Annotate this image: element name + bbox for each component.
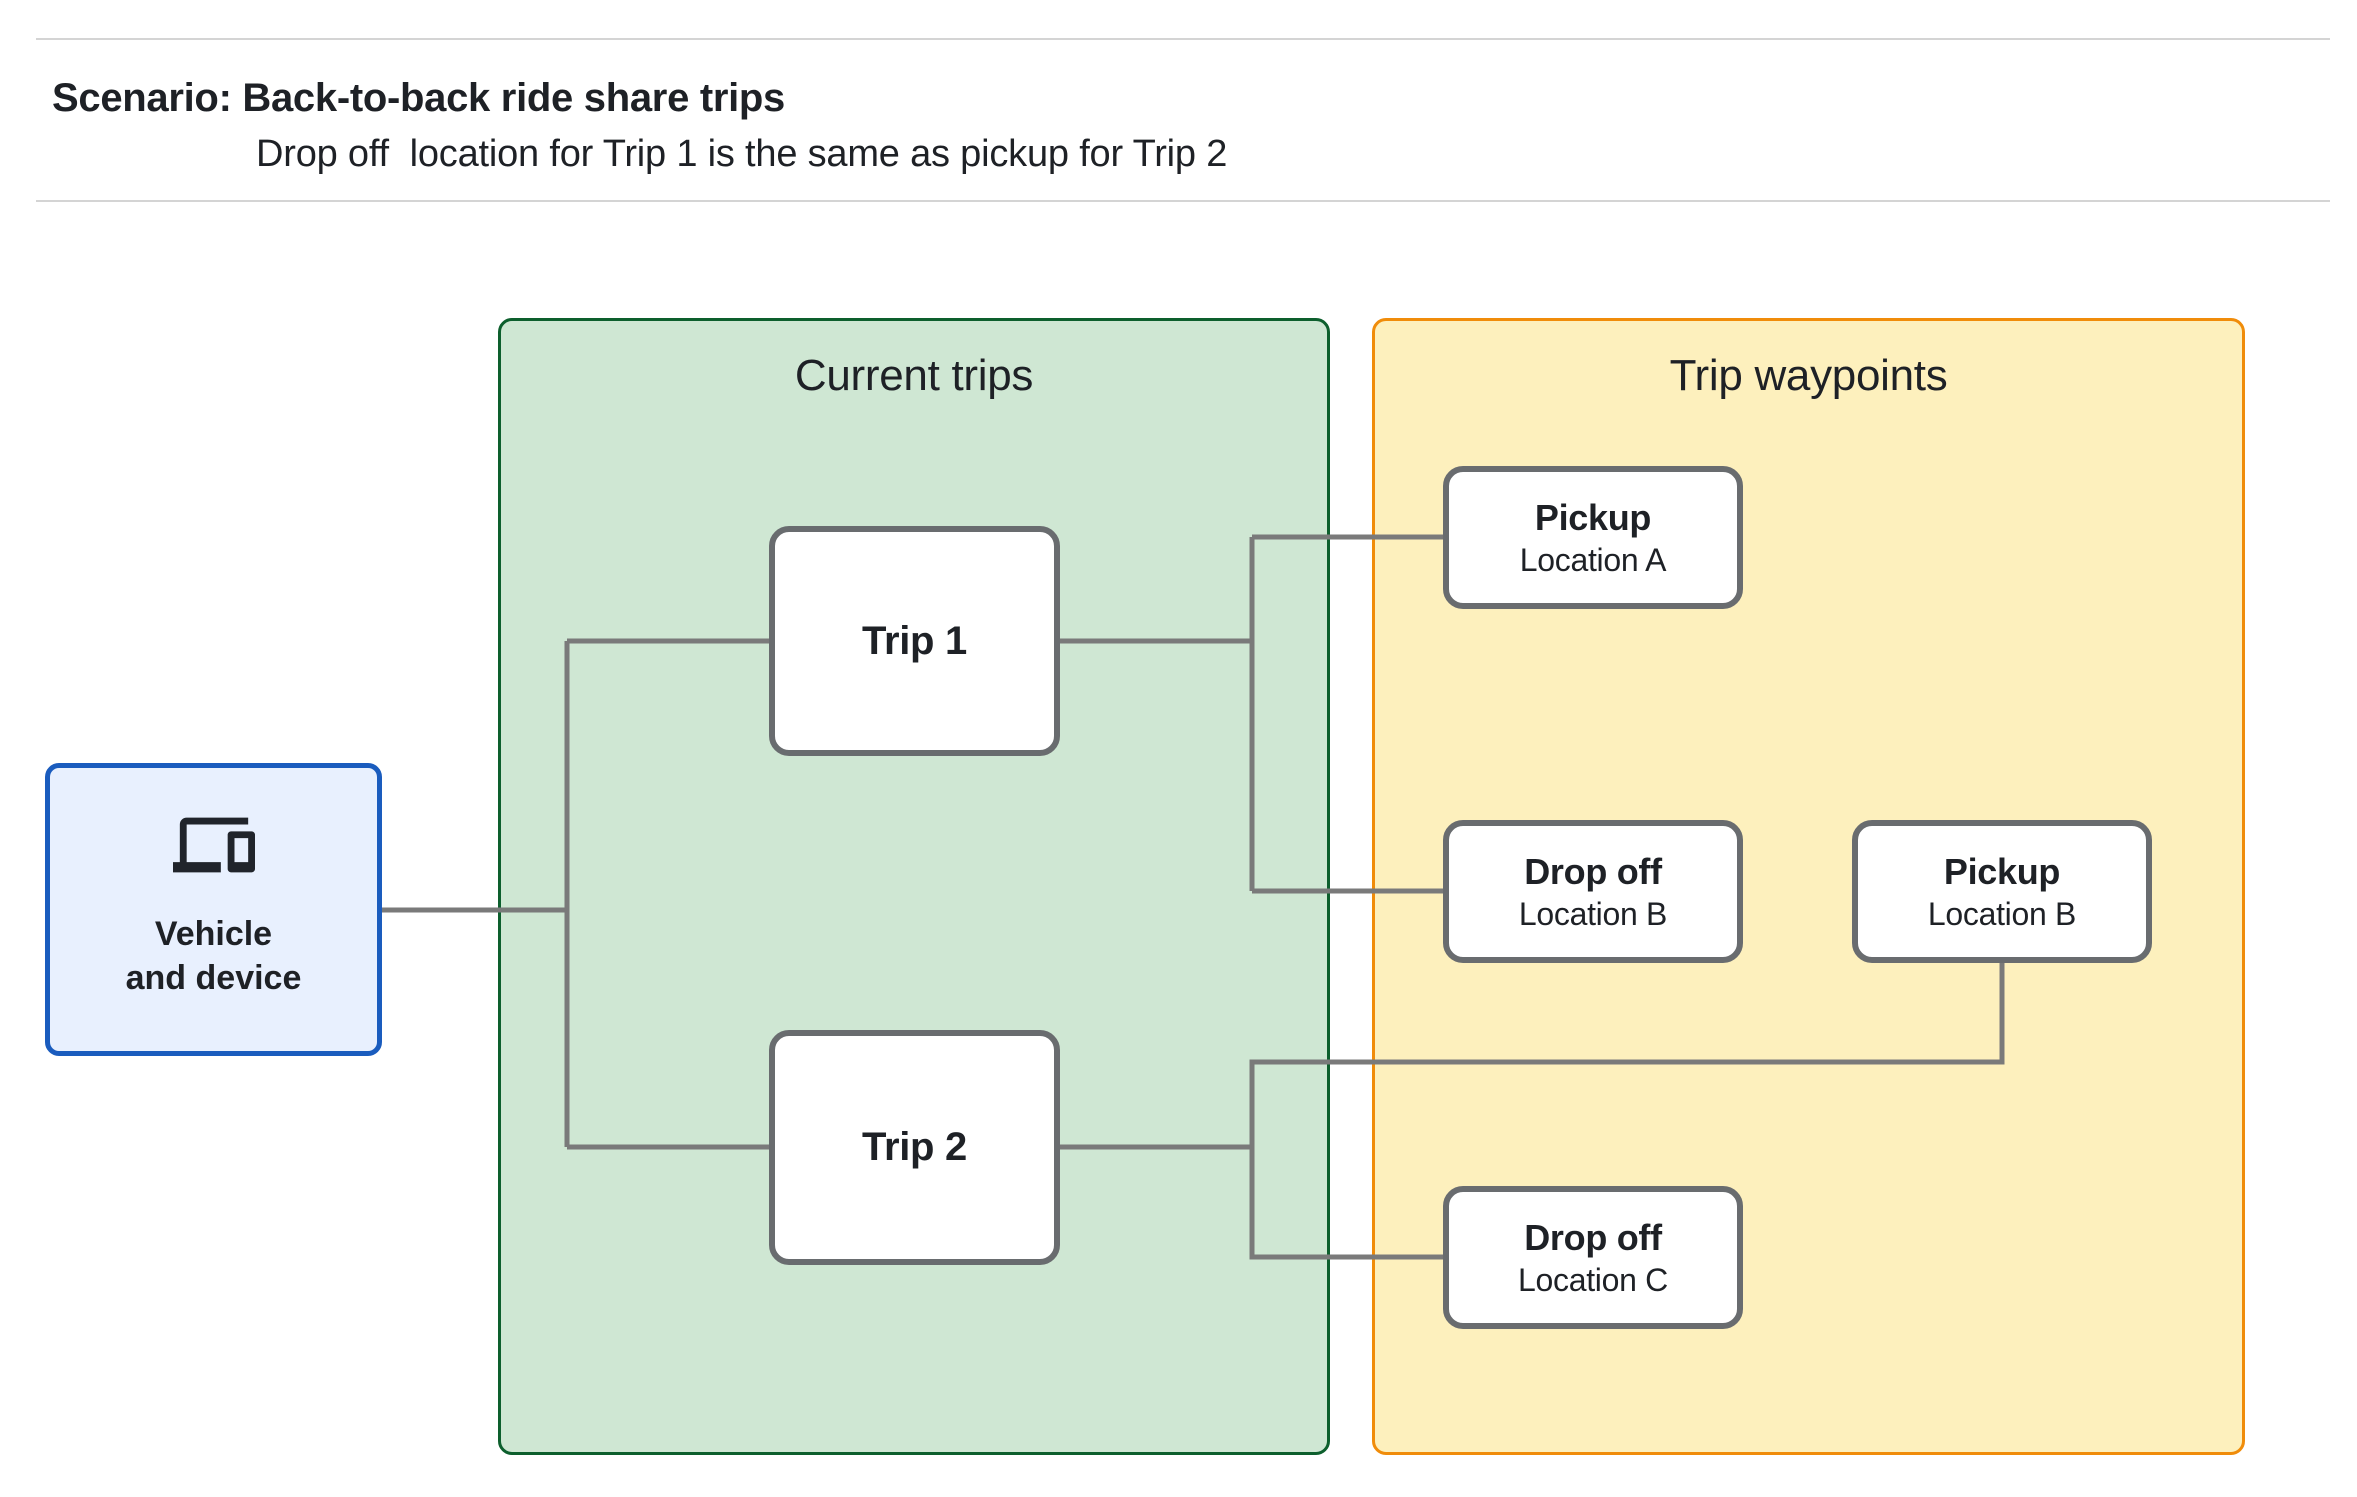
vehicle-node: Vehicle and device — [45, 763, 382, 1056]
waypoint-title: Pickup — [1943, 850, 2061, 892]
trip-1-label: Trip 1 — [862, 618, 967, 663]
trip-1-node: Trip 1 — [769, 526, 1060, 756]
waypoint-dropoff-location-c: Drop off Location C — [1443, 1186, 1743, 1329]
waypoint-dropoff-location-b: Drop off Location B — [1443, 820, 1743, 963]
divider-top — [36, 38, 2330, 40]
vehicle-node-label: Vehicle and device — [126, 912, 302, 1000]
waypoint-title: Drop off — [1524, 850, 1662, 892]
page-title: Scenario: Back-to-back ride share trips — [52, 76, 786, 120]
waypoint-subtitle: Location A — [1519, 541, 1667, 578]
waypoint-pickup-location-a: Pickup Location A — [1443, 466, 1743, 609]
panel-current-trips: Current trips — [498, 318, 1330, 1455]
waypoint-subtitle: Location C — [1518, 1261, 1668, 1298]
waypoint-title: Drop off — [1524, 1216, 1662, 1258]
panel-current-trips-title: Current trips — [794, 351, 1034, 400]
vehicle-label-line2: and device — [125, 959, 302, 997]
panel-trip-waypoints-title: Trip waypoints — [1669, 351, 1948, 400]
waypoint-subtitle: Location B — [1927, 895, 2077, 932]
trip-2-label: Trip 2 — [862, 1125, 967, 1169]
trip-2-node: Trip 2 — [769, 1030, 1060, 1265]
page-subtitle: Drop off location for Trip 1 is the same… — [256, 133, 1228, 175]
vehicle-label-line1: Vehicle — [154, 915, 273, 953]
divider-bottom — [36, 200, 2330, 202]
waypoint-title: Pickup — [1534, 496, 1652, 538]
waypoint-subtitle: Location B — [1518, 895, 1668, 932]
waypoint-pickup-location-b: Pickup Location B — [1852, 820, 2152, 963]
devices-icon — [172, 804, 255, 886]
